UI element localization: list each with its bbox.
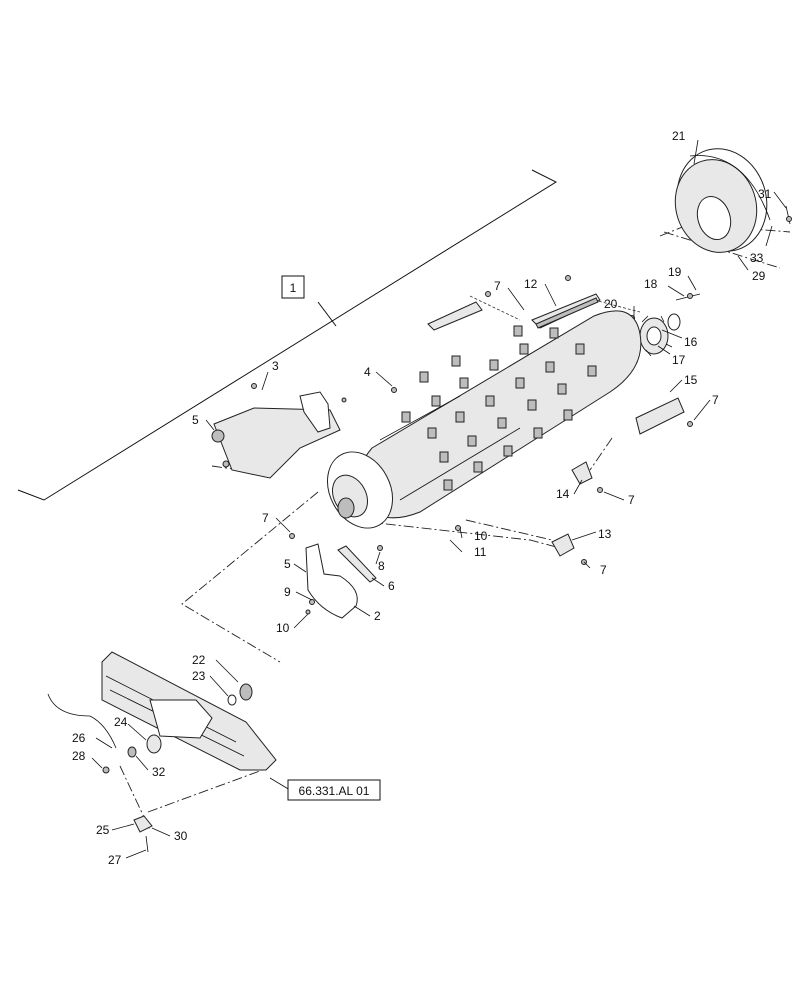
bracket-13 [551,533,575,557]
hardware-fasteners [289,275,693,615]
callout-11: 11 [474,545,487,559]
leader-lines [91,139,787,859]
rotor-tines [401,325,597,491]
callout-15: 15 [684,373,698,387]
callout-19: 19 [668,265,682,279]
strip-6 [337,545,377,583]
lower-frame [101,651,277,771]
callout-7d: 7 [628,493,635,507]
callout-20: 20 [604,297,618,311]
knife-bar-15 [635,397,685,435]
callout-24: 24 [114,715,128,729]
bearing-hub [629,293,701,357]
callout-31: 31 [758,187,772,201]
callout-8: 8 [378,559,385,573]
callout-5a: 5 [192,413,199,427]
callout-7b: 7 [262,511,269,525]
callout-28: 28 [72,749,86,763]
clip-25-30 [133,815,153,853]
callout-2: 2 [374,609,381,623]
callout-18: 18 [644,277,658,291]
knife-bar-12 [531,293,601,329]
callout-14: 14 [556,487,570,501]
bolt-31 [785,205,792,225]
bushing-22-23 [227,683,253,706]
comb-bar [427,301,483,331]
end-cover-disc [674,148,771,253]
callout-10b: 10 [276,621,290,635]
callout-33: 33 [750,251,764,265]
callout-labels: 21 31 33 29 18 19 20 16 17 15 7 12 7 3 4… [72,129,772,867]
callout-6: 6 [388,579,395,593]
rotor-drum [327,310,642,529]
callout-21: 21 [672,129,686,143]
callout-7a: 7 [494,279,501,293]
callout-17: 17 [672,353,686,367]
callout-7e: 7 [712,393,719,407]
callout-29: 29 [752,269,766,283]
ref-box-assembly-label: 66.331.AL 01 [299,784,370,798]
side-shield [211,383,347,479]
bushing-24-32 [102,734,162,774]
callout-30: 30 [174,829,188,843]
callout-23: 23 [192,669,206,683]
ref-box-main: 1 [281,275,305,299]
callout-22: 22 [192,653,206,667]
callout-16: 16 [684,335,698,349]
callout-4: 4 [364,365,371,379]
side-plate-2 [305,543,358,619]
callout-7c: 7 [600,563,607,577]
callout-27: 27 [108,853,122,867]
ref-box-assembly: 66.331.AL 01 [287,779,381,801]
callout-12: 12 [524,277,538,291]
ref-box-main-label: 1 [290,281,297,295]
callout-26: 26 [72,731,86,745]
callout-5b: 5 [284,557,291,571]
callout-10a: 10 [474,529,488,543]
cable-26 [47,693,117,749]
assembly-bracket [17,169,558,501]
bracket-14 [571,461,593,485]
callout-3: 3 [272,359,279,373]
callout-32: 32 [152,765,166,779]
callout-13: 13 [598,527,612,541]
callout-9: 9 [284,585,291,599]
callout-25: 25 [96,823,110,837]
